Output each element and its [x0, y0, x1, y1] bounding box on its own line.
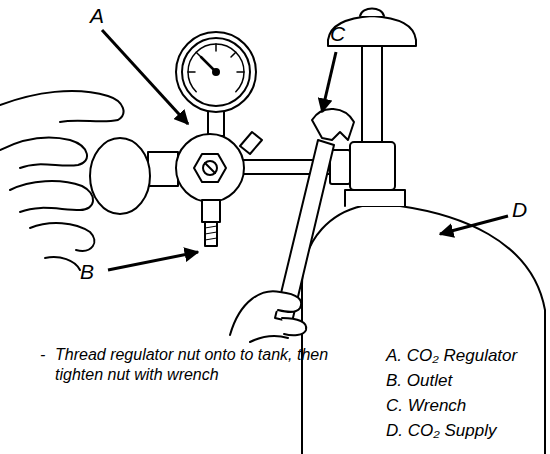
gauge-case — [176, 32, 256, 112]
gauge-face — [182, 38, 250, 106]
outlet-thread — [205, 222, 217, 246]
gauge-tick — [237, 71, 244, 73]
gauge-scale — [188, 44, 244, 92]
instruction-note: Thread regulator nut onto to tank, then … — [55, 345, 347, 385]
gauge-stem — [208, 110, 224, 136]
callout-letter: B — [80, 260, 110, 284]
thread-lines — [205, 226, 217, 240]
handwheel-cap — [360, 9, 384, 17]
hand-finger — [250, 336, 288, 342]
regulator-bonnet — [148, 152, 178, 186]
body-hex-nut — [194, 154, 226, 182]
thread-line — [205, 238, 217, 240]
leader-arrow — [108, 252, 198, 270]
tank-neck — [345, 190, 405, 206]
hand-thumb — [0, 91, 123, 122]
valve-handwheel — [328, 16, 416, 46]
regulator-body — [176, 134, 244, 202]
tank-valve — [350, 142, 395, 190]
part-key-entry: A. CO₂ Regulator — [386, 345, 550, 367]
gauge-pivot — [213, 69, 219, 75]
callout-letter: C — [330, 22, 360, 46]
callout-letter: D — [512, 198, 542, 222]
hand-finger — [45, 257, 80, 270]
part-key-entry: D. CO₂ Supply — [386, 420, 550, 442]
leader-arrow — [102, 30, 188, 124]
tank-body — [302, 206, 545, 454]
thread-line — [205, 232, 217, 234]
bullet-dash: - — [40, 345, 52, 365]
regulator-illustration — [0, 9, 545, 454]
callout-letter: A — [90, 4, 120, 28]
screw-slot — [205, 163, 215, 173]
hand-finger — [10, 181, 93, 212]
adjust-screw — [203, 161, 217, 175]
regulator-nut — [330, 150, 350, 184]
hand-finger — [282, 318, 306, 335]
adjust-knob — [90, 138, 150, 214]
leader-lines — [102, 30, 508, 270]
gauge-ticks — [188, 44, 244, 72]
leader-arrow — [440, 216, 508, 234]
relief-fitting — [240, 132, 262, 154]
gauge-tick — [231, 52, 236, 57]
thread-line — [205, 226, 217, 228]
part-key-entry: B. Outlet — [386, 370, 550, 392]
hand-finger — [30, 223, 94, 251]
valve-stem — [362, 45, 382, 142]
gauge-tick — [215, 44, 217, 51]
wrench-jaw — [312, 109, 354, 140]
part-key-entry: C. Wrench — [386, 395, 550, 417]
hand-finger — [0, 138, 87, 168]
leader-arrow — [322, 52, 336, 112]
gauge-tick — [188, 71, 195, 73]
outlet-hex — [202, 200, 220, 222]
